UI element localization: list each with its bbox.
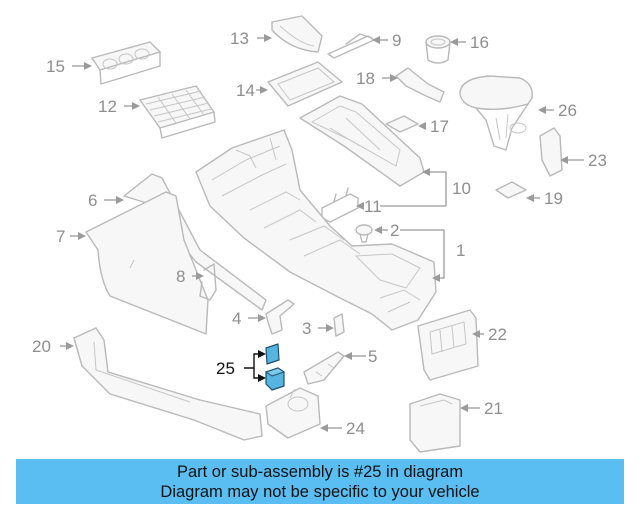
part-3-plug — [333, 313, 345, 337]
callout-1: 1 — [456, 241, 465, 260]
callout-13: 13 — [230, 29, 249, 48]
callout-19: 19 — [544, 189, 563, 208]
part-19-pad — [495, 181, 527, 199]
banner-line-2: Diagram may not be specific to your vehi… — [160, 482, 480, 501]
callout-25: 25 — [216, 359, 235, 378]
callout-16: 16 — [470, 33, 489, 52]
part-17-pad — [385, 115, 419, 133]
part-4-mount — [265, 299, 295, 335]
callout-21: 21 — [484, 399, 503, 418]
part-13-trim-plate — [271, 15, 323, 53]
leader-25 — [244, 350, 266, 382]
callout-22: 22 — [488, 325, 507, 344]
part-10-console-tray — [299, 95, 425, 187]
part-8-bracket — [199, 263, 217, 301]
callout-numbers: 13 9 16 15 12 14 18 17 26 23 10 19 6 11 … — [32, 29, 607, 438]
part-7-side-panel — [85, 191, 209, 335]
part-2-clip — [355, 224, 373, 243]
callout-3: 3 — [302, 319, 311, 338]
callout-15: 15 — [46, 57, 65, 76]
callout-4: 4 — [232, 309, 241, 328]
part-22-rear-vent — [417, 309, 479, 381]
callout-6: 6 — [88, 191, 97, 210]
callout-23: 23 — [588, 151, 607, 170]
info-banner: Part or sub-assembly is #25 in diagram D… — [16, 459, 624, 504]
callout-7: 7 — [56, 227, 65, 246]
part-1-console-housing — [195, 129, 437, 331]
banner-line-1: Part or sub-assembly is #25 in diagram — [176, 462, 464, 481]
part-16-cup-insert — [425, 35, 451, 64]
callout-26: 26 — [558, 101, 577, 120]
callout-5: 5 — [368, 347, 377, 366]
part-20-lower-rail — [73, 327, 263, 441]
part-12-vent-grille — [139, 85, 216, 139]
part-24-shifter-base — [265, 387, 321, 439]
callout-12: 12 — [98, 97, 117, 116]
part-9-bracket — [327, 33, 375, 59]
callout-17: 17 — [430, 117, 449, 136]
callout-9: 9 — [392, 31, 401, 50]
callout-18: 18 — [356, 69, 375, 88]
part-18-mat — [395, 67, 445, 103]
part-25-highlighted — [264, 343, 286, 391]
callout-2: 2 — [390, 221, 399, 240]
callout-11: 11 — [364, 197, 382, 216]
part-21-rear-tray — [409, 393, 461, 453]
leader-lines — [60, 34, 584, 432]
callout-24: 24 — [346, 419, 365, 438]
part-15-switch-panel — [91, 41, 161, 85]
callout-8: 8 — [176, 267, 185, 286]
part-23-bracket — [539, 127, 563, 177]
part-26-armrest — [459, 75, 533, 151]
callout-10: 10 — [452, 179, 471, 198]
part-14-cover-plate — [267, 61, 343, 107]
part-5-bracket — [303, 351, 345, 385]
callout-14: 14 — [236, 81, 255, 100]
callout-20: 20 — [32, 337, 51, 356]
part-11-bracket — [321, 187, 359, 223]
